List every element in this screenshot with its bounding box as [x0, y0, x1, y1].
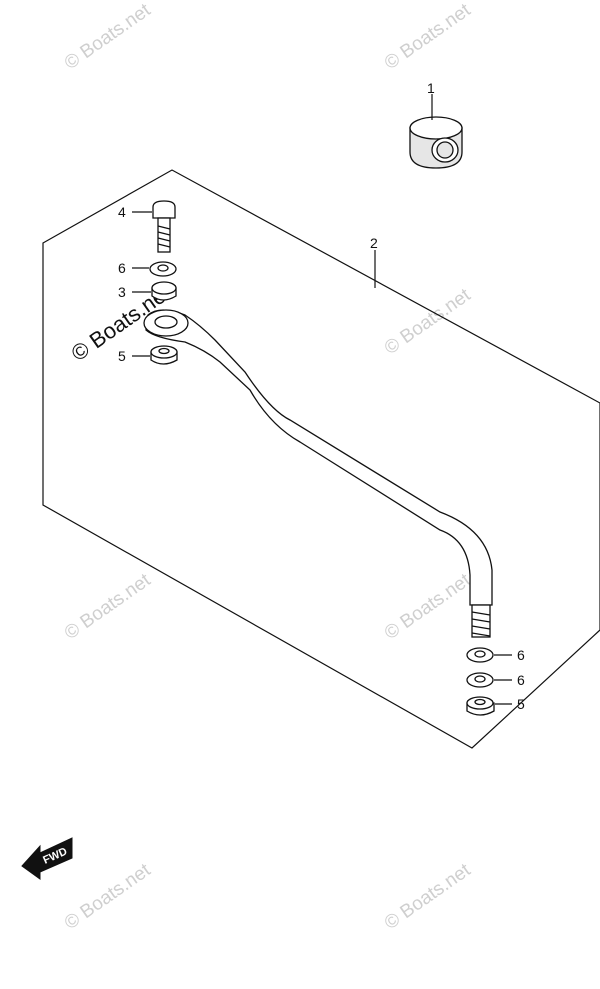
callout-5: 5: [517, 696, 525, 712]
part-5-nut-top: [132, 345, 178, 365]
watermark: © Boats.net: [381, 284, 475, 359]
part-6-washer-lower-2: [466, 672, 512, 688]
watermark: © Boats.net: [61, 569, 155, 644]
part-4-bolt: [132, 200, 176, 253]
part-6-washer-lower-1: [466, 647, 512, 663]
part-3-collar: [132, 281, 177, 301]
callout-6: 6: [118, 260, 126, 276]
callout-4: 4: [118, 204, 126, 220]
watermark: © Boats.net: [381, 569, 475, 644]
part-1-cap-nut: [409, 94, 463, 169]
watermark: © Boats.net: [381, 859, 475, 934]
assembly-box: [42, 169, 600, 749]
watermark: © Boats.net: [381, 0, 475, 74]
callout-1: 1: [427, 80, 435, 96]
callout-6: 6: [517, 672, 525, 688]
watermark: © Boats.net: [61, 859, 155, 934]
callout-5: 5: [118, 348, 126, 364]
part-5-nut-lower: [466, 696, 512, 716]
watermark: © Boats.net: [61, 0, 155, 74]
callout-6: 6: [517, 647, 525, 663]
callout-3: 3: [118, 284, 126, 300]
fwd-arrow-icon: FWD: [21, 837, 73, 880]
part-6-washer-top: [132, 261, 177, 277]
part-2-drag-link: [143, 309, 493, 638]
callout-2: 2: [370, 235, 378, 251]
